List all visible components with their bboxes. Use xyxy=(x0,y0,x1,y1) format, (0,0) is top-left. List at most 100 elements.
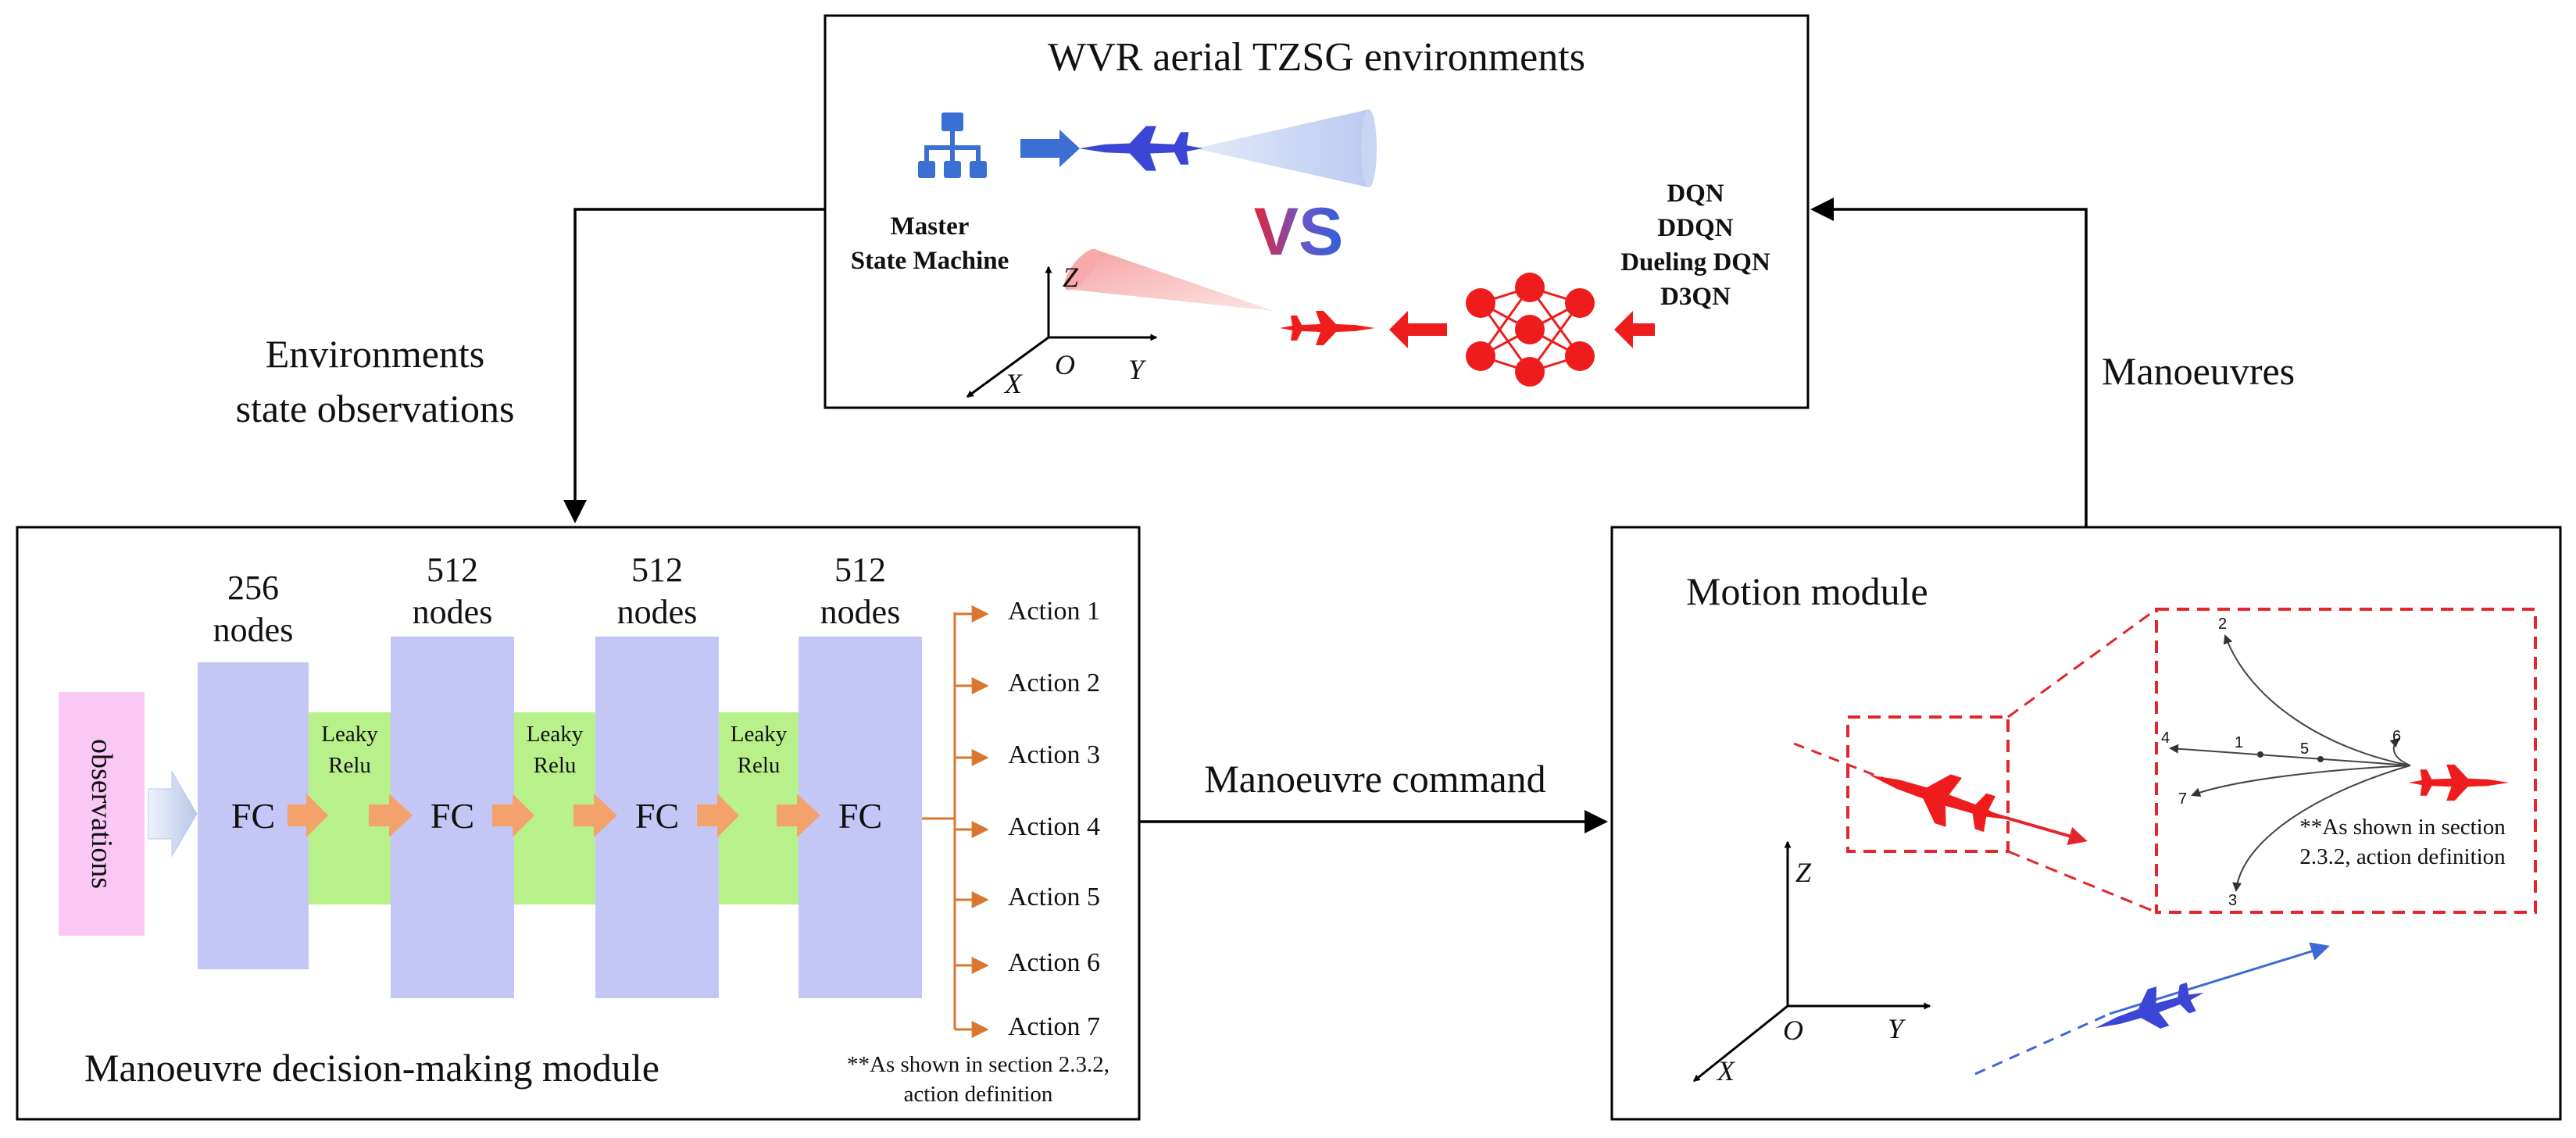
decision-module-title: Manoeuvre decision-making module xyxy=(84,1046,659,1090)
blue-radar-cone-end xyxy=(1361,109,1377,187)
state-observation-arrow xyxy=(563,208,825,523)
layer-4-count: 512 xyxy=(834,551,886,589)
motion-axis-y-label: Y xyxy=(1888,1013,1904,1044)
fc-layer-2-label: FC xyxy=(430,796,475,836)
state-observations-line-2: state observations xyxy=(235,387,515,430)
layer-3-count: 512 xyxy=(631,551,683,589)
action-2-label: Action 2 xyxy=(1008,669,1101,697)
action-7-label: Action 7 xyxy=(1008,1012,1101,1041)
layer-2-size: 512 nodes xyxy=(382,549,523,633)
blue-agent-label: Master State Machine xyxy=(813,209,1047,278)
red-agent-algorithms: DQN DDQN Dueling DQN D3QN xyxy=(1586,177,1805,314)
versus-label: VS xyxy=(1254,194,1344,269)
observation-input-arrow xyxy=(148,770,198,858)
motion-module-title: Motion module xyxy=(1686,569,1928,613)
decision-note-line-2: action definition xyxy=(903,1082,1053,1107)
hierarchy-icon xyxy=(918,112,987,178)
decision-module-box xyxy=(16,526,1141,1121)
blue-jet-motion-icon xyxy=(2088,972,2210,1048)
red-command-arrow xyxy=(1389,311,1447,348)
activation-1-line-2: Relu xyxy=(328,753,371,778)
activation-3-line-1: Leaky xyxy=(730,722,788,747)
red-radar-cone xyxy=(1066,250,1274,311)
environment-box xyxy=(824,14,1810,409)
action-number-5: 5 xyxy=(2300,740,2310,758)
activation-3-label: Leaky Relu xyxy=(719,719,799,781)
fc-layer-4-label: FC xyxy=(838,796,883,836)
action-6-label: Action 6 xyxy=(1008,948,1101,977)
action-number-4: 4 xyxy=(2161,730,2170,747)
fc-layer-4 xyxy=(799,637,922,998)
env-axis-y-label: Y xyxy=(1128,354,1145,385)
motion-note-line-1: **As shown in section xyxy=(2299,815,2506,840)
manoeuvres-label: Manoeuvres xyxy=(2102,349,2296,393)
activation-2-line-1: Leaky xyxy=(526,722,584,747)
blue-agent-line-2: State Machine xyxy=(850,247,1009,275)
blue-control-arrow xyxy=(1020,130,1080,167)
env-axis-x-label: X xyxy=(1005,368,1022,399)
activation-2-line-2: Relu xyxy=(533,753,577,778)
layer-connector-arrows xyxy=(288,794,820,837)
action-3-label: Action 3 xyxy=(1008,740,1101,769)
motion-axis-z-label: Z xyxy=(1795,857,1812,888)
layer-3-size: 512 nodes xyxy=(587,549,727,633)
activation-2-label: Leaky Relu xyxy=(514,719,595,781)
layer-2-count: 512 xyxy=(427,551,478,589)
action-point-5 xyxy=(2317,756,2324,762)
environment-axes xyxy=(966,266,1158,398)
action-4-label: Action 4 xyxy=(1008,812,1101,841)
decision-note-line-1: **As shown in section 2.3.2, xyxy=(847,1052,1109,1077)
zoom-link-top xyxy=(2007,608,2157,719)
action-number-3: 3 xyxy=(2228,892,2238,909)
layer-2-unit: nodes xyxy=(412,593,493,631)
activation-1-label: Leaky Relu xyxy=(309,719,391,781)
environment-title: WVR aerial TZSG environments xyxy=(1048,35,1585,80)
layer-1-count: 256 xyxy=(227,569,279,607)
blue-agent-line-1: Master xyxy=(890,212,970,241)
blue-jet-icon xyxy=(1079,126,1203,171)
manoeuvres-arrow xyxy=(1810,198,2088,527)
decision-module-note: **As shown in section 2.3.2, action defi… xyxy=(822,1050,1134,1109)
blue-radar-cone xyxy=(1195,109,1369,187)
action-5-label: Action 5 xyxy=(1008,883,1101,911)
layer-3-unit: nodes xyxy=(616,593,698,631)
zoom-link-bottom xyxy=(2007,850,2157,914)
algorithm-ddqn: DDQN xyxy=(1657,214,1734,242)
env-axis-o-label: O xyxy=(1055,349,1075,380)
action-1-label: Action 1 xyxy=(1008,597,1101,626)
state-observations-line-1: Environments xyxy=(265,332,485,376)
action-number-1: 1 xyxy=(2235,734,2244,751)
algorithm-dqn: DQN xyxy=(1667,180,1724,208)
observations-block xyxy=(59,692,145,936)
red-jet-motion-icon xyxy=(1861,750,2013,844)
action-number-6: 6 xyxy=(2392,728,2402,745)
blue-trajectory-past xyxy=(1974,1012,2110,1076)
action-trajectories xyxy=(2169,634,2411,892)
activation-1-line-1: Leaky xyxy=(321,722,378,747)
fc-layer-1-label: FC xyxy=(230,796,276,836)
neural-network-nodes xyxy=(1466,273,1595,387)
observations-label: observations xyxy=(85,738,118,890)
zoom-detail-frame xyxy=(2155,608,2537,914)
action-bracket xyxy=(922,605,989,1038)
activation-3-line-2: Relu xyxy=(737,753,781,778)
motion-axes xyxy=(1692,840,1931,1083)
layer-4-unit: nodes xyxy=(820,593,901,631)
motion-module-note: **As shown in section 2.3.2, action defi… xyxy=(2270,812,2535,872)
zoom-source-frame xyxy=(1846,715,2010,853)
layer-1-size: 256 nodes xyxy=(183,567,323,651)
red-radar-cone-end xyxy=(1064,248,1099,291)
state-observations-label: Environments state observations xyxy=(195,326,555,436)
env-axis-z-label: Z xyxy=(1063,262,1079,293)
motion-note-line-2: 2.3.2, action definition xyxy=(2299,844,2506,869)
action-point-1 xyxy=(2257,751,2263,758)
motion-axis-o-label: O xyxy=(1783,1015,1803,1046)
red-jet-icon xyxy=(1280,311,1375,345)
algorithm-dueling-dqn: Dueling DQN xyxy=(1620,248,1770,276)
action-number-2: 2 xyxy=(2218,615,2228,633)
layer-4-size: 512 nodes xyxy=(790,549,931,633)
manoeuvre-command-label: Manoeuvre command xyxy=(1204,757,1546,801)
red-jet-detail-icon xyxy=(2408,764,2509,801)
observations-label-box: observations xyxy=(59,692,145,936)
